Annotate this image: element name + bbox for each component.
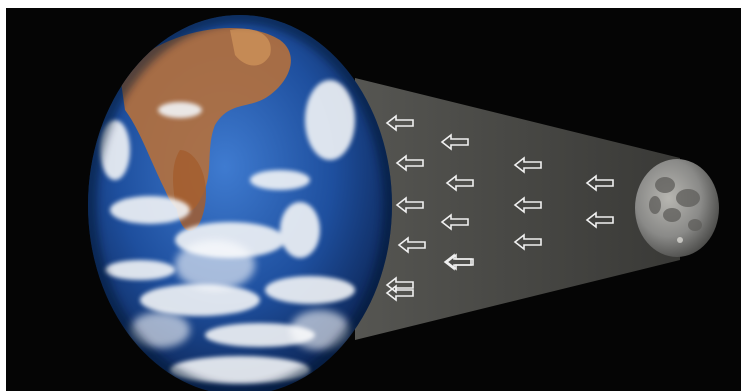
earth-icon (88, 15, 392, 391)
moon-icon (635, 159, 719, 257)
